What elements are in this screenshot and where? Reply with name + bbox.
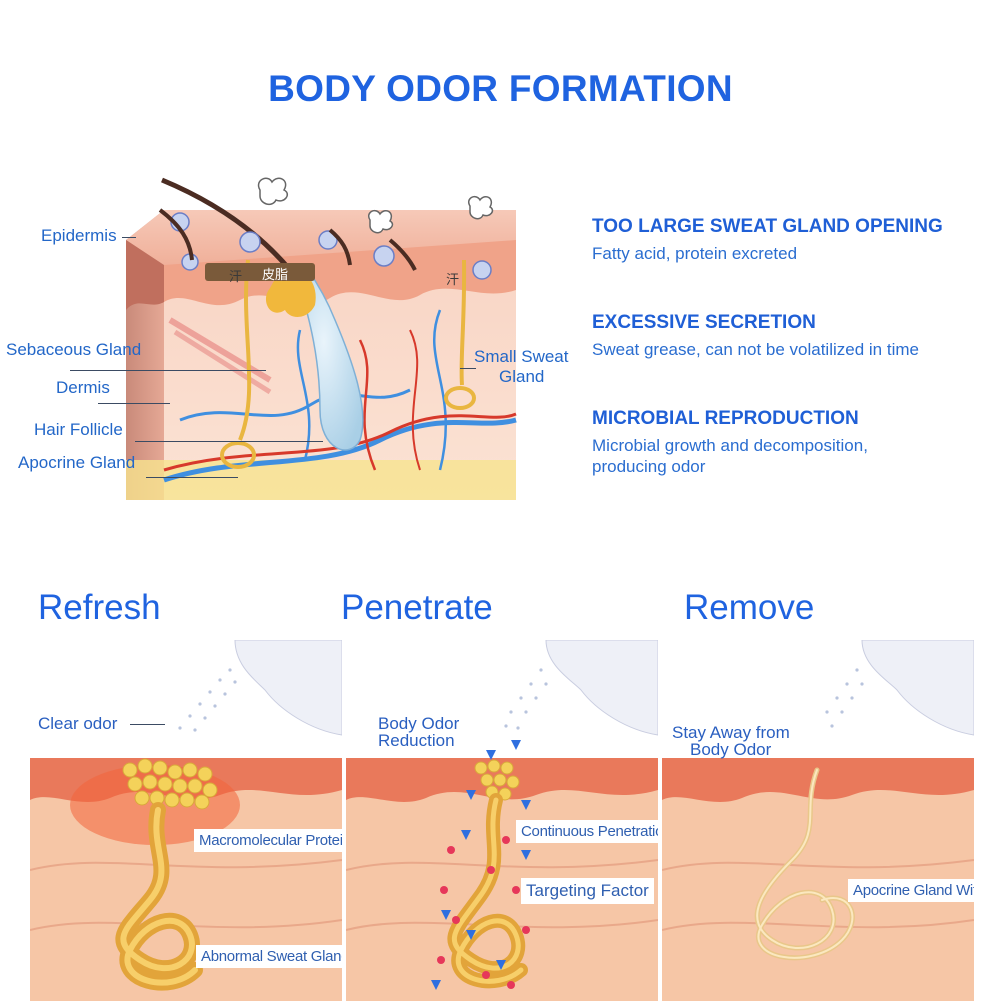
label-sebaceous-gland: Sebaceous Gland	[6, 340, 142, 359]
cause-3-text-line2: producing odor	[592, 457, 706, 476]
tag-targeting-factor: Targeting Factor	[521, 878, 654, 904]
panel-remove: Stay Away from Body Odor Apocrine Gland …	[662, 640, 974, 1001]
label-small-sweat-gland-line2: Gland	[499, 367, 545, 386]
spray-bottle-remove	[861, 640, 974, 736]
label-stay-away-2: Body Odor	[690, 740, 772, 759]
spray-bottle-refresh	[234, 640, 342, 736]
cause-2-text: Sweat grease, can not be volatilized in …	[592, 340, 919, 359]
small-sweat-char-label: 汗	[446, 273, 460, 288]
step-title-remove: Remove	[684, 588, 815, 627]
label-apocrine-gland: Apocrine Gland	[18, 453, 136, 472]
label-dermis: Dermis	[56, 378, 110, 397]
cause-3-heading: MICROBIAL REPRODUCTION	[592, 408, 859, 429]
odor-cloud-icons	[257, 177, 494, 234]
leader-epidermis	[122, 237, 136, 238]
panel-penetrate: Body Odor Reduction Continuous Penetrati…	[346, 640, 658, 1001]
cause-1-heading: TOO LARGE SWEAT GLAND OPENING	[592, 216, 943, 237]
fat-layer	[126, 460, 516, 500]
sweat-char-label: 汗	[229, 270, 243, 285]
step-title-refresh: Refresh	[38, 588, 161, 627]
apocrine-coil	[220, 441, 256, 469]
hair-follicle	[297, 268, 364, 451]
apocrine-duct	[238, 259, 252, 441]
leader-clear-odor	[130, 724, 165, 725]
label-body-odor-reduction-2: Reduction	[378, 731, 455, 750]
small-sweat-coil	[444, 386, 476, 410]
epidermis-layer	[164, 240, 516, 306]
leader-apocrine-gland	[146, 477, 238, 478]
label-stay-away-1: Stay Away from	[672, 723, 790, 742]
tag-continuous-penetration: Continuous Penetration	[516, 820, 658, 843]
step-title-penetrate: Penetrate	[341, 588, 493, 627]
cause-2-heading: EXCESSIVE SECRETION	[592, 312, 816, 333]
panel-refresh: Clear odor Macromolecular Protein Abnorm…	[30, 640, 342, 1001]
label-hair-follicle: Hair Follicle	[34, 420, 123, 439]
protein-cluster	[122, 758, 218, 810]
spray-bottle-penetrate	[545, 640, 658, 736]
small-sweat-duct	[459, 259, 467, 386]
leader-small-sweat-gland	[460, 368, 476, 369]
penetration-arrows	[431, 740, 531, 990]
skin-cross-section-diagram	[126, 177, 517, 500]
label-clear-odor: Clear odor	[38, 714, 118, 733]
sebum-chars-label: 皮脂	[262, 268, 289, 283]
tag-abnormal-sweat-gland: Abnormal Sweat Gland	[196, 945, 342, 968]
tag-apocrine-gland-withered: Apocrine Gland Withered	[848, 879, 974, 902]
leader-dermis	[98, 403, 170, 404]
leader-sebaceous-gland	[70, 370, 266, 371]
sebum-bar	[205, 263, 315, 281]
cause-3-text: Microbial growth and decomposition,	[592, 436, 868, 455]
label-small-sweat-gland-line1: Small Sweat	[474, 347, 569, 366]
targeting-factor-dots	[437, 836, 530, 989]
tag-macromolecular-protein: Macromolecular Protein	[194, 829, 342, 852]
cause-1-text: Fatty acid, protein excreted	[592, 244, 798, 263]
leader-hair-follicle	[135, 441, 323, 442]
label-epidermis: Epidermis	[41, 226, 117, 245]
label-body-odor-reduction-1: Body Odor	[378, 714, 460, 733]
page-title: BODY ODOR FORMATION	[268, 68, 733, 109]
blood-vessel-red	[163, 412, 517, 472]
